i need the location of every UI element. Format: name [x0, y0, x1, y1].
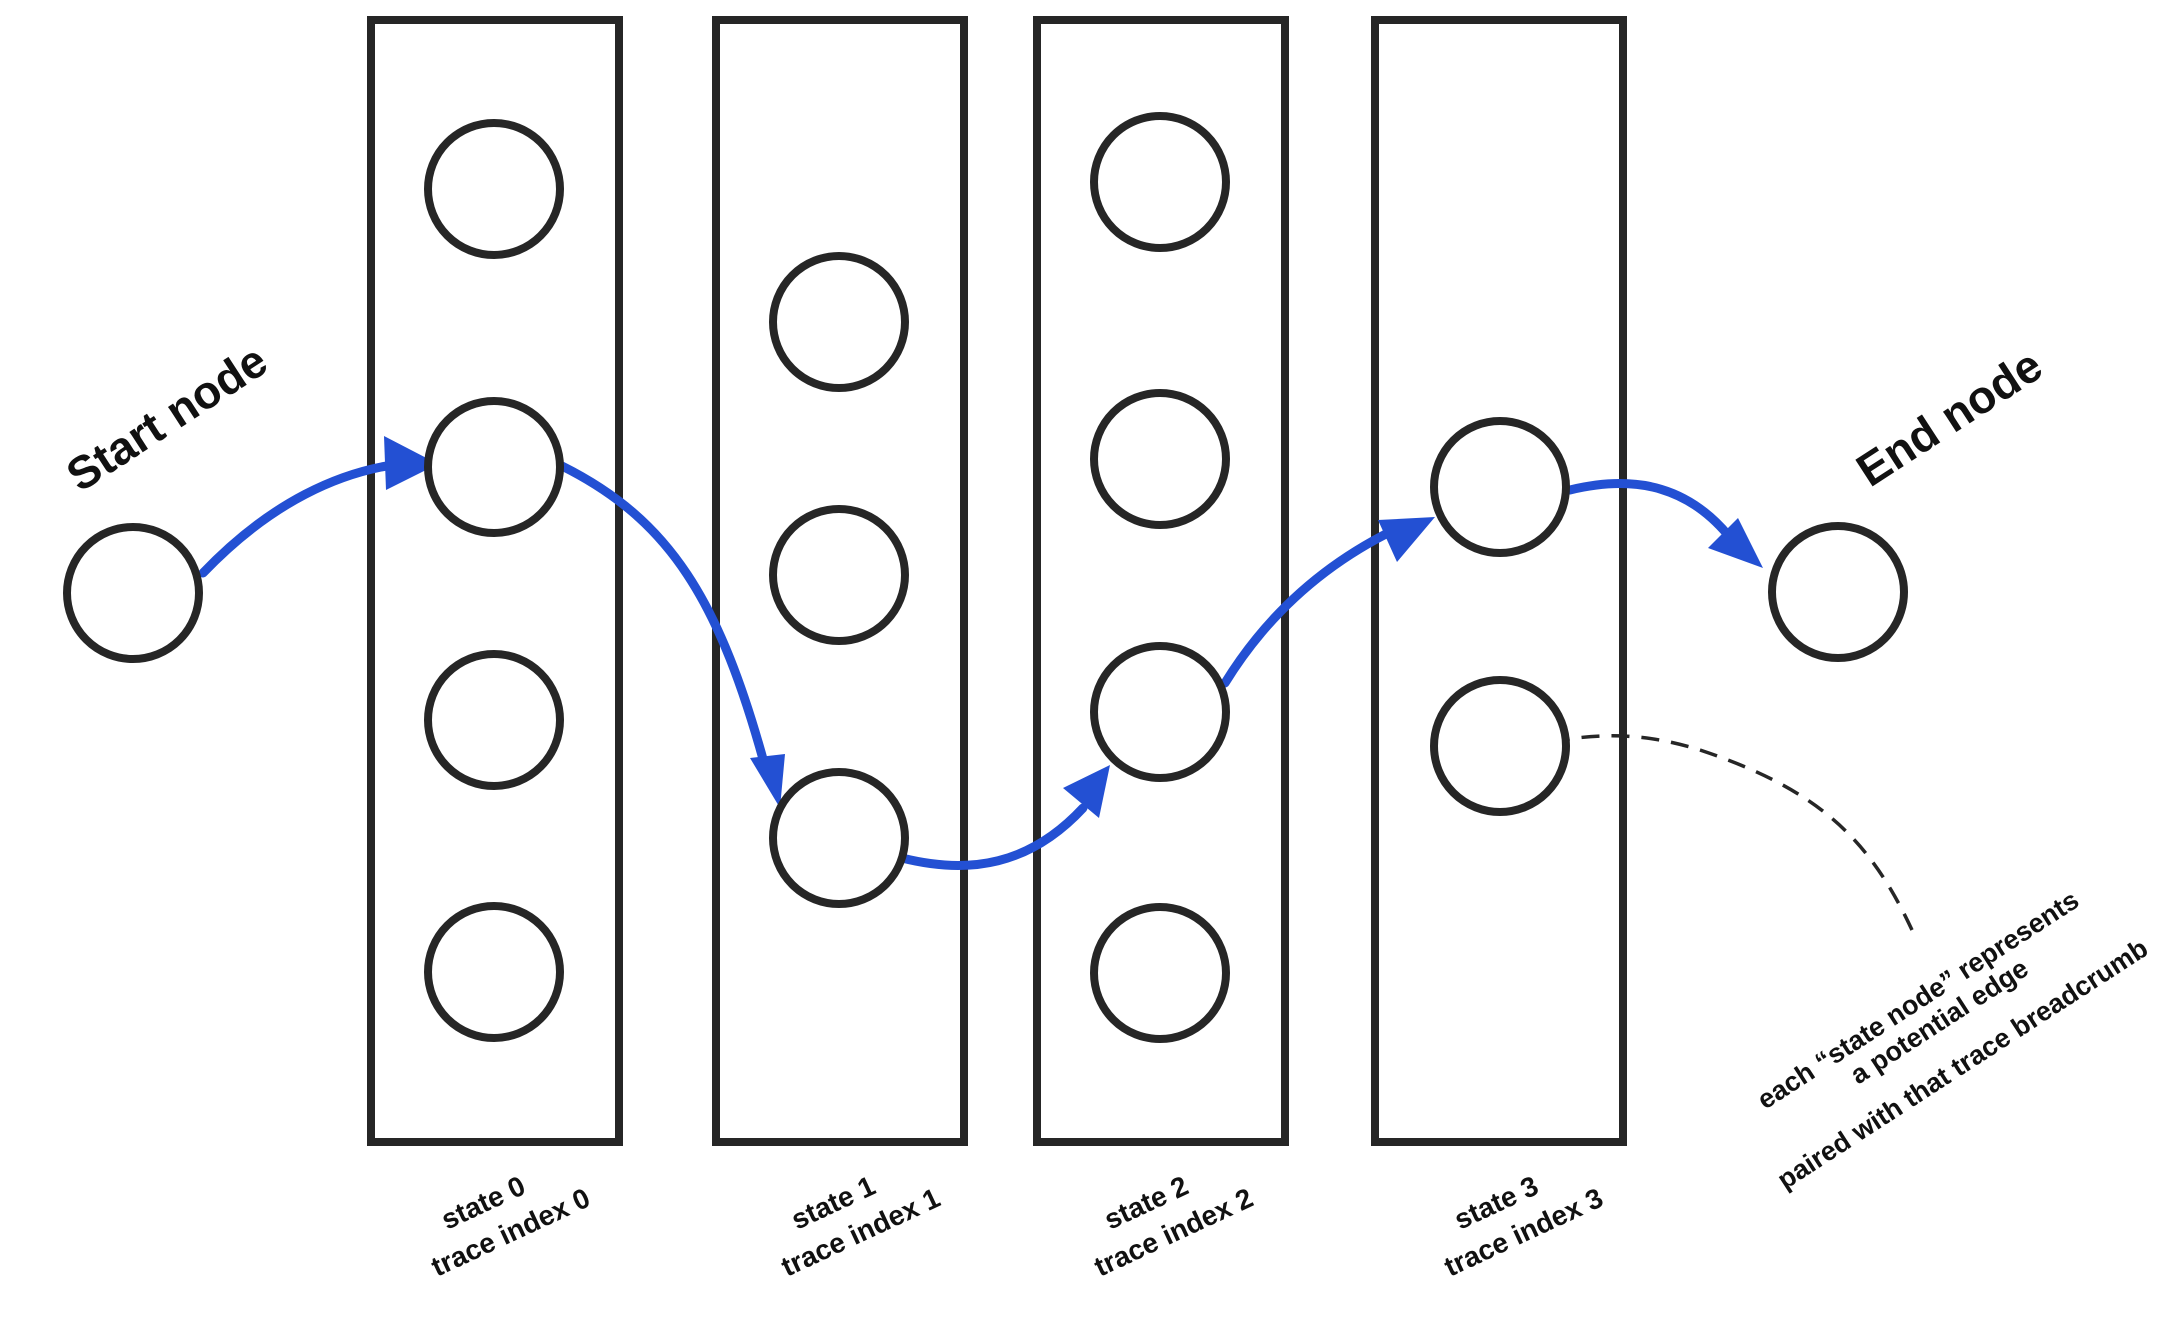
- state-node: [1090, 903, 1230, 1043]
- state-node: [1090, 112, 1230, 252]
- path-edge-state2-to-state3: [1220, 522, 1405, 688]
- end-node: [1768, 522, 1908, 662]
- state-node-on-path: [424, 397, 564, 537]
- state-node-on-path: [1090, 642, 1230, 782]
- path-edge-state0-to-state1: [557, 461, 771, 775]
- state-node: [1090, 389, 1230, 529]
- end-node-label: End node: [1847, 339, 2051, 497]
- state-node: [769, 252, 909, 392]
- path-edge-state1-to-state2: [897, 803, 1088, 870]
- state-node: [424, 650, 564, 790]
- column-caption-0: state 0 trace index 0: [426, 1170, 594, 1283]
- start-node: [63, 523, 203, 663]
- arrowhead-end: [1708, 518, 1763, 568]
- state-node: [424, 119, 564, 259]
- column-caption-3: state 3 trace index 3: [1439, 1170, 1607, 1283]
- arrowhead-state0: [384, 436, 438, 490]
- state-node: [424, 902, 564, 1042]
- arrowhead-state2: [1063, 765, 1110, 818]
- state-node-on-path: [769, 768, 909, 908]
- state-node-on-path: [1430, 417, 1570, 557]
- state-column-3: [1371, 16, 1627, 1146]
- column-caption-1: state 1 trace index 1: [776, 1170, 944, 1283]
- column-caption-2: state 2 trace index 2: [1089, 1170, 1257, 1283]
- annotation-dashed-arrow: [1519, 734, 1914, 931]
- arrowhead-state1: [750, 754, 785, 808]
- arrowhead-state3: [1378, 517, 1435, 562]
- path-edge-start-to-state0: [198, 458, 412, 578]
- start-node-label: Start node: [57, 334, 276, 501]
- annotation-note: each “state node” represents a potential…: [1752, 885, 2153, 1195]
- state-node: [769, 505, 909, 645]
- path-edge-state3-to-end: [1565, 479, 1733, 540]
- state-node-annotated: [1430, 676, 1570, 816]
